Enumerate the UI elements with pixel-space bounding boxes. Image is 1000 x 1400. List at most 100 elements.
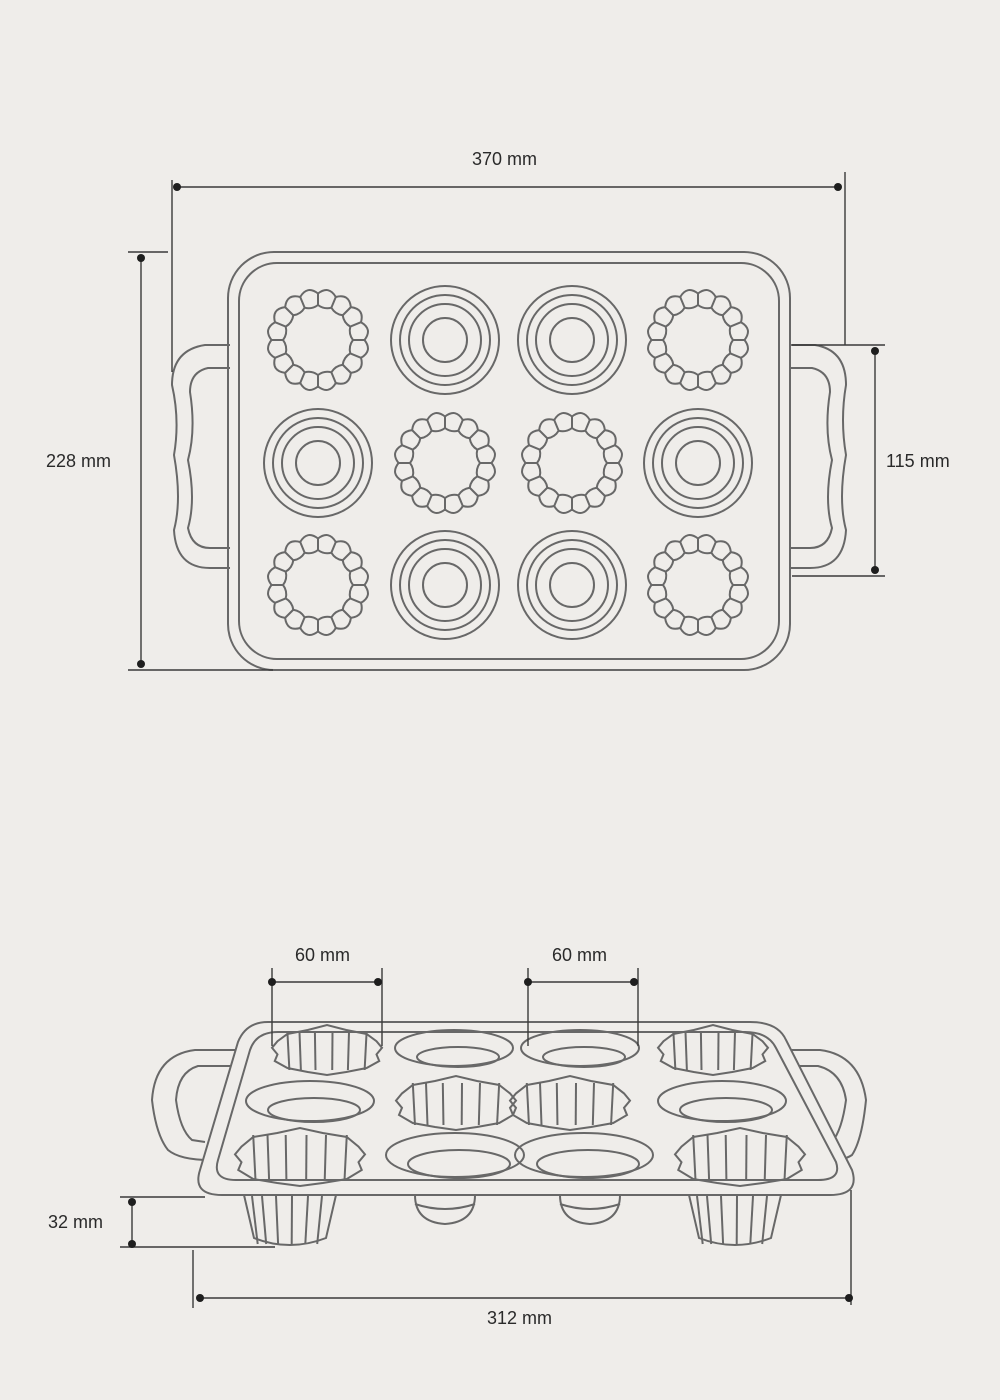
side-flute-rib [496,1082,501,1126]
flute-rib [710,371,717,384]
flute-outline [647,289,749,391]
flute-rib [722,306,732,316]
flute-inner [535,426,609,500]
cell-ring [390,530,500,640]
cup-leg-rib [761,1195,768,1245]
fluted-cell [521,412,623,514]
cup-leg-rib [696,1195,704,1245]
flute-rib [330,616,337,629]
flute-rib [553,419,560,432]
flute-rib [722,364,732,374]
flute-rib [710,296,717,309]
side-fluted-cell [508,1074,632,1132]
right-handle [790,344,848,569]
fluted-cell [267,534,369,636]
flute-rib [401,475,414,482]
flute-rib [722,551,732,561]
side-fluted-cell [394,1074,518,1132]
flute-rib [584,494,591,507]
flute-rib [476,475,489,482]
flute-rib [411,487,421,497]
cell-ring [549,317,595,363]
flute-rib [349,321,362,328]
base-width-label: 312 mm [487,1308,553,1328]
side-flute-rib [266,1134,271,1182]
side-flute-rib [411,1082,416,1126]
side-flute-rib [343,1134,348,1182]
side-flute-rib [298,1031,302,1071]
flute-rib [330,371,337,384]
flute-inner [281,548,355,622]
cell-ring [408,303,482,377]
side-ring-cell [394,1029,514,1068]
fluted-cell [647,534,749,636]
cup-leg-rib [261,1195,268,1245]
flute-rib [411,429,421,439]
flute-rib [664,551,674,561]
flute-rib [342,364,352,374]
side-ring-cell [385,1132,525,1179]
dimension-dot [374,978,382,986]
cup-leg-rib [251,1195,259,1245]
ring-cell [390,530,500,640]
cell-ring [517,530,627,640]
flute-rib [284,551,294,561]
dimension-dot [128,1198,136,1206]
flute-rib [710,541,717,554]
flute-rib [729,566,742,573]
flute-outline [394,412,496,514]
flute-rib [330,541,337,554]
flute-rib [284,609,294,619]
cell-ring [295,440,341,486]
side-flute-rib [477,1082,481,1126]
side-tray-inner [215,1031,839,1181]
flute-rib [401,444,414,451]
cup-leg-outline [688,1194,782,1246]
width-label: 370 mm [472,149,538,169]
flute-rib [729,352,742,359]
flute-outline [267,534,369,636]
cell-ring [422,317,468,363]
cell-ring [272,417,364,509]
side-view-tray [150,1021,868,1246]
flute-rib [596,487,606,497]
round-leg-band [559,1203,621,1210]
cell-bottom-ellipse [267,1097,361,1123]
flute-rib [528,444,541,451]
side-flute-rib [749,1031,754,1071]
top-view-tray [170,251,848,671]
dimension-dot [137,660,145,668]
dimension-dot [871,347,879,355]
flute-rib [457,419,464,432]
cell-bottom-ellipse [542,1046,626,1068]
flute-rib [679,296,686,309]
ring-cell [517,285,627,395]
round-leg-band [414,1203,476,1210]
handle-label: 115 mm [886,451,950,471]
cup-leg-rib [706,1195,713,1245]
flute-rib [722,609,732,619]
top-view-dimensions [128,172,885,671]
flute-rib [553,494,560,507]
flute-rib [664,364,674,374]
flute-rib [603,475,616,482]
flute-rib [299,371,306,384]
cell-ring [422,562,468,608]
cell-ring [643,408,753,518]
flute-rib [654,566,667,573]
flute-rib [729,597,742,604]
flute-rib [476,444,489,451]
cup-leg-rib [316,1195,323,1245]
side-flute-rib [706,1134,711,1182]
cell-ring [390,285,500,395]
left-handle [170,344,230,569]
cell-diameter-label-1: 60 mm [295,945,351,965]
side-flute-outline [233,1126,367,1188]
cell-ring [263,408,373,518]
flute-rib [274,352,287,359]
side-flute-outline [270,1023,384,1077]
cell-diameter-label-2: 60 mm [552,945,608,965]
cell-bottom-ellipse [407,1149,511,1179]
dimension-dot [196,1294,204,1302]
